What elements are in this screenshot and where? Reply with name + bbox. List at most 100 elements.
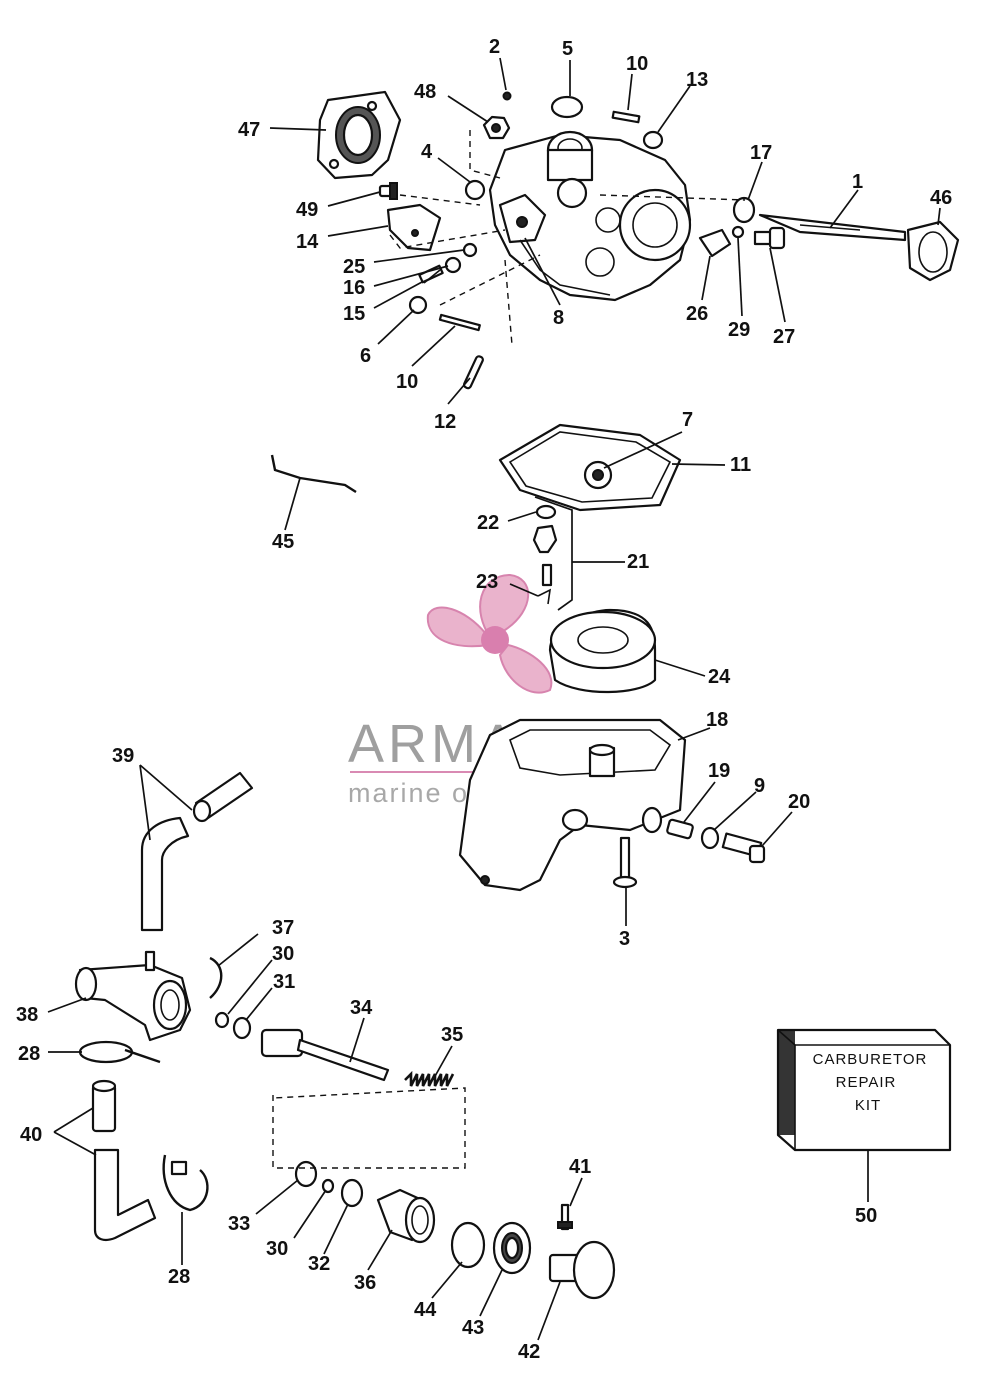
callout-19: 19 bbox=[708, 760, 730, 782]
part-32-ring bbox=[340, 1178, 364, 1208]
part-37-clip bbox=[209, 956, 223, 999]
part-5-plug bbox=[550, 95, 584, 119]
callout-4: 4 bbox=[421, 141, 433, 163]
part-42-primer-knob bbox=[548, 1240, 616, 1300]
callout-31: 31 bbox=[273, 971, 295, 993]
part-23-clip bbox=[537, 588, 552, 605]
callout-10-top: 10 bbox=[626, 53, 648, 75]
callout-22: 22 bbox=[477, 512, 499, 534]
part-18-float-bowl bbox=[458, 718, 687, 892]
callout-38: 38 bbox=[16, 1004, 38, 1026]
callout-44: 44 bbox=[414, 1299, 437, 1321]
callout-16: 16 bbox=[343, 277, 365, 299]
part-50-repair-kit-box bbox=[776, 1028, 952, 1152]
callout-15: 15 bbox=[343, 303, 365, 325]
part-36-plunger-housing bbox=[376, 1188, 436, 1244]
part-12-pin bbox=[462, 355, 484, 390]
callout-28-lower: 28 bbox=[168, 1266, 190, 1288]
part-6-washer bbox=[408, 295, 428, 315]
part-47-flange-gasket bbox=[316, 90, 402, 180]
callout-29: 29 bbox=[728, 319, 750, 341]
callout-43: 43 bbox=[462, 1317, 484, 1339]
callout-18: 18 bbox=[706, 709, 728, 731]
part-13-washer bbox=[642, 130, 664, 150]
callout-6: 6 bbox=[360, 345, 371, 367]
callout-23: 23 bbox=[476, 571, 498, 593]
part-34-plunger bbox=[260, 1028, 390, 1082]
callout-26: 26 bbox=[686, 303, 708, 325]
part-10-pin-top bbox=[611, 110, 641, 124]
callout-42: 42 bbox=[518, 1341, 540, 1363]
part-10-pin-lower bbox=[438, 313, 481, 332]
callout-3: 3 bbox=[619, 928, 630, 950]
callout-39: 39 bbox=[112, 745, 134, 767]
part-3-screw bbox=[612, 836, 638, 889]
part-20-plug bbox=[721, 832, 766, 864]
callout-21: 21 bbox=[627, 551, 649, 573]
part-41-screw bbox=[557, 1203, 573, 1231]
part-19-jet bbox=[666, 818, 694, 840]
callout-13: 13 bbox=[686, 69, 708, 91]
part-44-retaining-ring bbox=[450, 1221, 486, 1269]
part-4-check-ball bbox=[464, 179, 486, 201]
callout-1: 1 bbox=[852, 171, 863, 193]
part-22-gasket bbox=[535, 504, 557, 520]
callout-37: 37 bbox=[272, 917, 294, 939]
part-24-float bbox=[548, 608, 657, 694]
callout-25: 25 bbox=[343, 256, 365, 278]
part-28-clamp-upper bbox=[78, 1040, 161, 1064]
callout-33: 33 bbox=[228, 1213, 250, 1235]
part-39-hose bbox=[140, 771, 254, 932]
part-26-clip bbox=[698, 228, 732, 258]
callout-11: 11 bbox=[730, 454, 751, 476]
alignment-lines bbox=[272, 130, 746, 1169]
part-27-screw bbox=[753, 226, 786, 250]
callout-14: 14 bbox=[296, 231, 319, 253]
part-45-link-rod bbox=[270, 454, 357, 494]
callout-47: 47 bbox=[238, 119, 260, 141]
callout-10-lower: 10 bbox=[396, 371, 418, 393]
callout-40: 40 bbox=[20, 1124, 42, 1146]
callout-48: 48 bbox=[414, 81, 436, 103]
kit-label-line2: REPAIR bbox=[836, 1074, 897, 1091]
part-40-hose bbox=[91, 1079, 157, 1241]
callout-12: 12 bbox=[434, 411, 456, 433]
callout-36: 36 bbox=[354, 1272, 376, 1294]
callout-35: 35 bbox=[441, 1024, 463, 1046]
part-35-spring bbox=[404, 1070, 455, 1087]
carburetor-body bbox=[488, 130, 692, 302]
kit-label-line3: KIT bbox=[855, 1097, 881, 1114]
part-30-ring-lower bbox=[321, 1178, 335, 1194]
callout-2: 2 bbox=[489, 36, 500, 58]
callout-46: 46 bbox=[930, 187, 952, 209]
part-31-ring bbox=[232, 1016, 252, 1040]
part-38-primer-body bbox=[74, 950, 192, 1042]
callout-24: 24 bbox=[708, 666, 731, 688]
part-17-bushing bbox=[732, 196, 756, 224]
callout-30-lower: 30 bbox=[266, 1238, 288, 1260]
callout-45: 45 bbox=[272, 531, 294, 553]
part-21-needle-seat bbox=[532, 524, 558, 587]
part-49-screw bbox=[378, 182, 398, 200]
callout-numbers: 1 2 3 4 5 6 7 8 9 10 10 11 12 13 14 15 1… bbox=[16, 36, 952, 1363]
leader-lines bbox=[47, 57, 941, 1341]
part-29-lockwasher bbox=[731, 225, 745, 239]
watermark-propeller-logo bbox=[426, 573, 553, 694]
callout-50: 50 bbox=[855, 1205, 877, 1227]
part-46-knob bbox=[906, 220, 960, 282]
callout-17: 17 bbox=[750, 142, 772, 164]
callout-28-upper: 28 bbox=[18, 1043, 40, 1065]
callout-5: 5 bbox=[562, 38, 573, 60]
part-14-bracket bbox=[386, 203, 442, 252]
part-43-nut bbox=[492, 1221, 532, 1275]
callout-32: 32 bbox=[308, 1253, 330, 1275]
part-16-washer bbox=[444, 256, 462, 274]
part-28-clamp-lower bbox=[162, 1154, 209, 1212]
callout-7: 7 bbox=[682, 409, 693, 431]
callout-27: 27 bbox=[773, 326, 795, 348]
callout-9: 9 bbox=[754, 775, 765, 797]
callout-49: 49 bbox=[296, 199, 318, 221]
kit-label-line1: CARBURETOR bbox=[813, 1051, 928, 1068]
part-9-gasket bbox=[700, 826, 720, 850]
